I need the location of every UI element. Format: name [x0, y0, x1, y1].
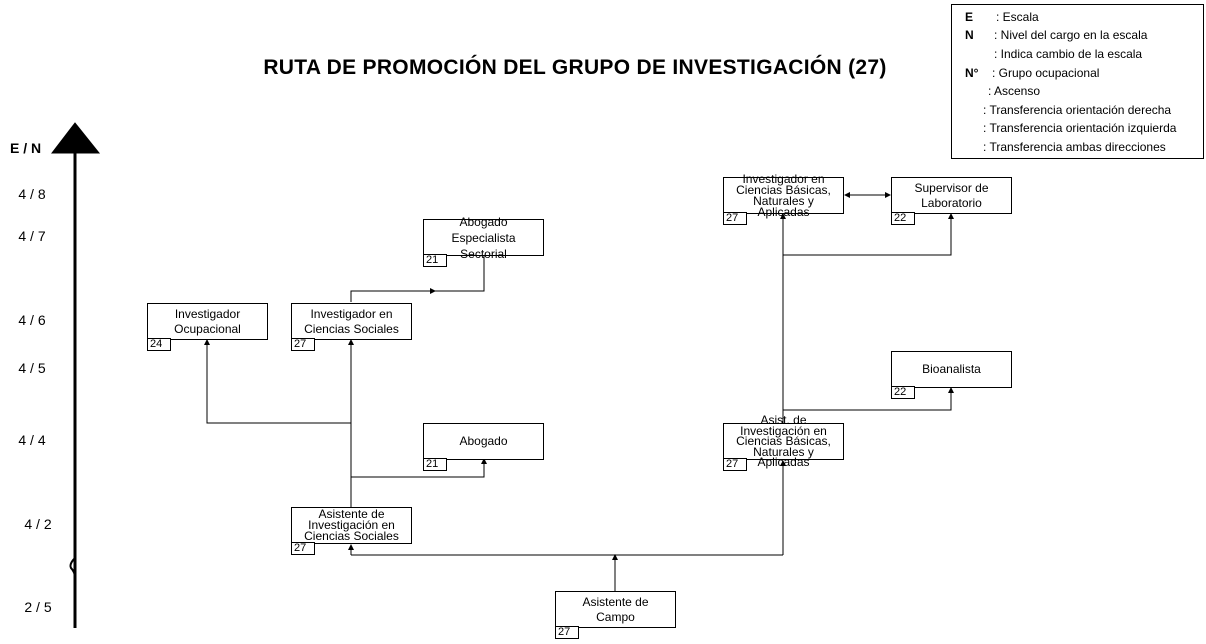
group-code: 27	[291, 338, 315, 351]
group-code: 27	[723, 458, 747, 471]
scale-change-mark	[69, 557, 76, 579]
to-supervisor-line	[783, 213, 954, 256]
level-label: 4 / 4	[18, 432, 46, 448]
position-label: Bioanalista	[922, 362, 981, 376]
position-box-inv-cs: Investigador en Ciencias Sociales	[291, 303, 412, 340]
to-abogado-esp-ascent	[435, 256, 485, 292]
level-label: 4 / 8	[18, 186, 46, 202]
position-label: Investigador Ocupacional	[174, 306, 241, 336]
legend-key: N°	[965, 66, 979, 80]
axis-arrowhead	[50, 122, 101, 154]
level-label: 4 / 2	[24, 516, 52, 532]
position-label: Asistente de Investigación en Ciencias S…	[304, 507, 399, 543]
position-box-abogado-especialista: Abogado Especialista Sectorial	[423, 215, 544, 261]
legend-desc: : Ascenso	[988, 84, 1041, 98]
position-box-supervisor: Supervisor de Laboratorio	[891, 177, 1012, 214]
level-label: 4 / 6	[18, 312, 46, 328]
position-box-inv-cbn: Investigador en Ciencias Básicas, Natura…	[723, 173, 844, 218]
legend-desc: : Transferencia orientación izquierda	[983, 121, 1177, 135]
position-label: Abogado Especialista Sectorial	[451, 214, 516, 261]
to-abogado-esp-line	[350, 288, 436, 302]
position-box-asist-campo: Asistente de Campo	[555, 591, 676, 628]
group-code: 27	[723, 212, 747, 225]
group-code: 27	[291, 542, 315, 555]
axis-label: E / N	[10, 140, 42, 156]
legend-box: E : Escala N : Nivel del cargo en la esc…	[951, 4, 1204, 159]
position-label: Investigador en Ciencias Sociales	[304, 306, 399, 336]
position-box-asist-cbn: Asist. de Investigación en Ciencias Bási…	[723, 414, 844, 468]
group-code: 24	[147, 338, 171, 351]
level-label: 4 / 7	[18, 228, 46, 244]
position-label: Asist. de Investigación en Ciencias Bási…	[736, 413, 831, 470]
legend-desc: : Transferencia ambas direcciones	[983, 140, 1166, 154]
position-label: Investigador en Ciencias Básicas, Natura…	[736, 171, 831, 219]
to-bioanalista-line	[783, 387, 954, 411]
group-code: 21	[423, 458, 447, 471]
to-abogado-line	[351, 458, 487, 478]
level-label: 2 / 5	[24, 599, 52, 615]
legend-desc: : Indica cambio de la escala	[994, 47, 1143, 61]
legend-desc: : Escala	[996, 10, 1039, 24]
group-code: 22	[891, 212, 915, 225]
legend-key: E	[965, 10, 974, 24]
group-code: 22	[891, 386, 915, 399]
level-label: 4 / 5	[18, 360, 46, 376]
position-label: Asistente de Campo	[582, 594, 649, 624]
group-code: 27	[555, 626, 579, 639]
legend-key: N	[965, 28, 974, 42]
position-label: Supervisor de Laboratorio	[914, 180, 989, 210]
page-title: RUTA DE PROMOCIÓN DEL GRUPO DE INVESTIGA…	[263, 56, 887, 79]
position-label: Abogado	[459, 434, 508, 448]
position-box-inv-ocupacional: Investigador Ocupacional	[147, 303, 268, 340]
group-code: 21	[423, 254, 447, 267]
to-inv-ocup-line	[204, 339, 351, 424]
position-box-bioanalista: Bioanalista	[891, 351, 1012, 388]
legend-desc: : Transferencia orientación derecha	[983, 103, 1172, 117]
legend-desc: : Grupo ocupacional	[992, 66, 1100, 80]
position-box-asist-cs: Asistente de Investigación en Ciencias S…	[291, 507, 412, 544]
position-box-abogado: Abogado	[423, 423, 544, 460]
legend-desc: : Nivel del cargo en la escala	[994, 28, 1148, 42]
